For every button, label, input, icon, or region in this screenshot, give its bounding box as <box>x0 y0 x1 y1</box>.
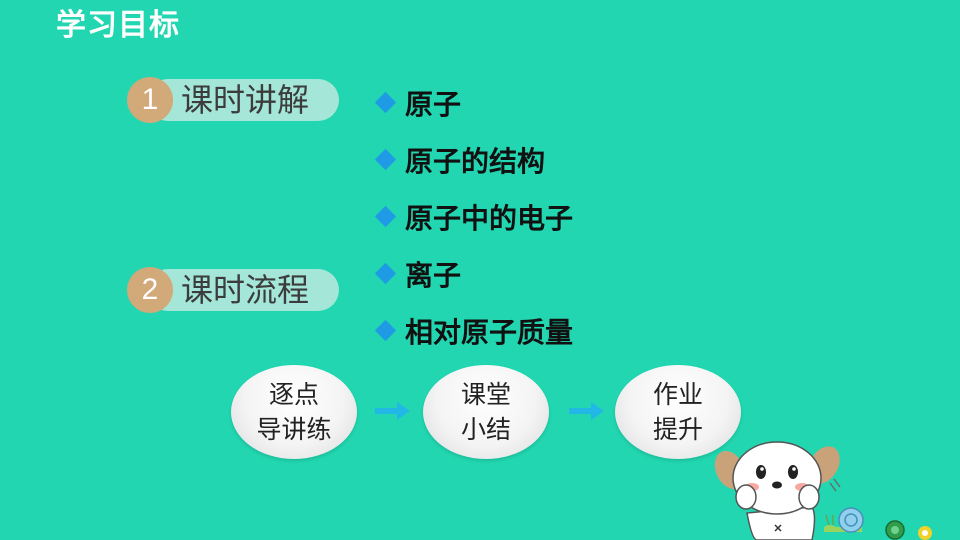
section-label: 课时流程 <box>181 271 310 309</box>
section-pill <box>147 79 339 121</box>
arrow-right-icon <box>375 402 410 420</box>
section-1-lecture[interactable]: 1 课时讲解 <box>127 77 339 123</box>
flow-step-practice[interactable]: 逐点 导讲练 <box>231 365 357 459</box>
topic-label: 原子的结构 <box>405 144 546 178</box>
topic-label: 离子 <box>405 258 462 292</box>
topic-label: 原子 <box>405 87 462 121</box>
arrow-right-icon <box>569 402 604 420</box>
diamond-icon <box>374 319 397 342</box>
section-label: 课时讲解 <box>181 81 310 119</box>
diamond-icon <box>374 262 397 285</box>
puppy-icon <box>714 441 932 540</box>
section-number: 1 <box>127 77 173 123</box>
diamond-icon <box>374 205 397 228</box>
section-number: 2 <box>127 267 173 313</box>
topic-label: 原子中的电子 <box>405 201 574 235</box>
flow-step-line: 课堂 <box>460 380 511 409</box>
section-pill <box>147 269 339 311</box>
flow-step-summary[interactable]: 课堂 小结 <box>423 365 549 459</box>
topic-item[interactable]: 原子中的电子 <box>373 188 573 245</box>
flow-step-line: 作业 <box>652 380 703 409</box>
section-2-flow[interactable]: 2 课时流程 <box>127 267 339 313</box>
topic-item[interactable]: 原子 <box>373 74 573 131</box>
topic-label: 相对原子质量 <box>405 315 574 349</box>
diamond-icon <box>374 91 397 114</box>
topic-item[interactable]: 原子的结构 <box>373 131 573 188</box>
page-title: 学习目标 <box>56 8 180 43</box>
topic-list: 原子 原子的结构 原子中的电子 离子 相对原子质量 <box>373 74 573 359</box>
flow-step-line: 小结 <box>460 415 511 444</box>
flow-step-homework[interactable]: 作业 提升 <box>615 365 741 459</box>
topic-item[interactable]: 相对原子质量 <box>373 302 573 359</box>
flow-step-line: 逐点 <box>268 380 319 409</box>
flow-step-line: 导讲练 <box>256 415 332 444</box>
flow-step-line: 提升 <box>652 415 703 444</box>
topic-item[interactable]: 离子 <box>373 245 573 302</box>
diamond-icon <box>374 148 397 171</box>
